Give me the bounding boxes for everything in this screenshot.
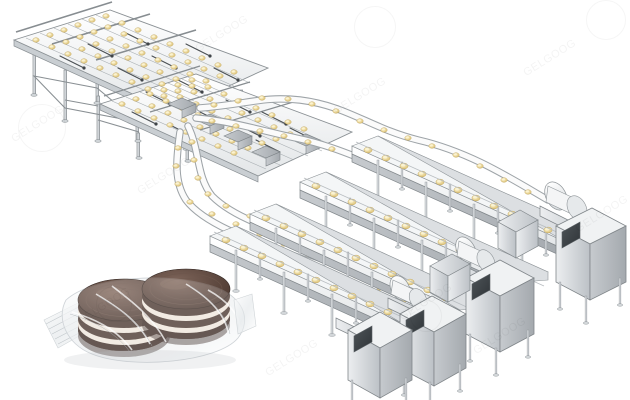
flow-wrap-packer-4 bbox=[335, 311, 413, 400]
packer-2-cabinet-side bbox=[499, 277, 535, 353]
hmi-touch-panel-1[interactable] bbox=[561, 221, 581, 249]
packer-4-cabinet-side bbox=[379, 329, 413, 399]
lane-1-guide-rail bbox=[355, 141, 589, 247]
cookie-stack-right bbox=[141, 268, 231, 345]
pack-film-overlay bbox=[61, 277, 246, 363]
lane-4-guide-rail bbox=[213, 231, 423, 327]
packer-1-cabinet-side bbox=[589, 225, 627, 301]
pack-film-right-seal bbox=[233, 293, 257, 335]
flow-wrap-packer-1 bbox=[539, 181, 627, 325]
pack-film-crease-lines bbox=[69, 285, 231, 353]
packer-3-cabinet-side bbox=[433, 313, 467, 387]
feeding-conveyor-lane-4 bbox=[209, 225, 427, 339]
hmi-touch-panel-2[interactable] bbox=[471, 273, 491, 301]
pack-shadow bbox=[64, 350, 236, 370]
outfeed-boxes bbox=[429, 209, 539, 303]
distribution-belt-1-surface bbox=[197, 96, 551, 203]
table-feet bbox=[30, 93, 245, 163]
film-reel-3 bbox=[389, 275, 428, 310]
product-inset bbox=[43, 268, 257, 370]
hmi-touch-panel-4[interactable] bbox=[353, 325, 373, 353]
